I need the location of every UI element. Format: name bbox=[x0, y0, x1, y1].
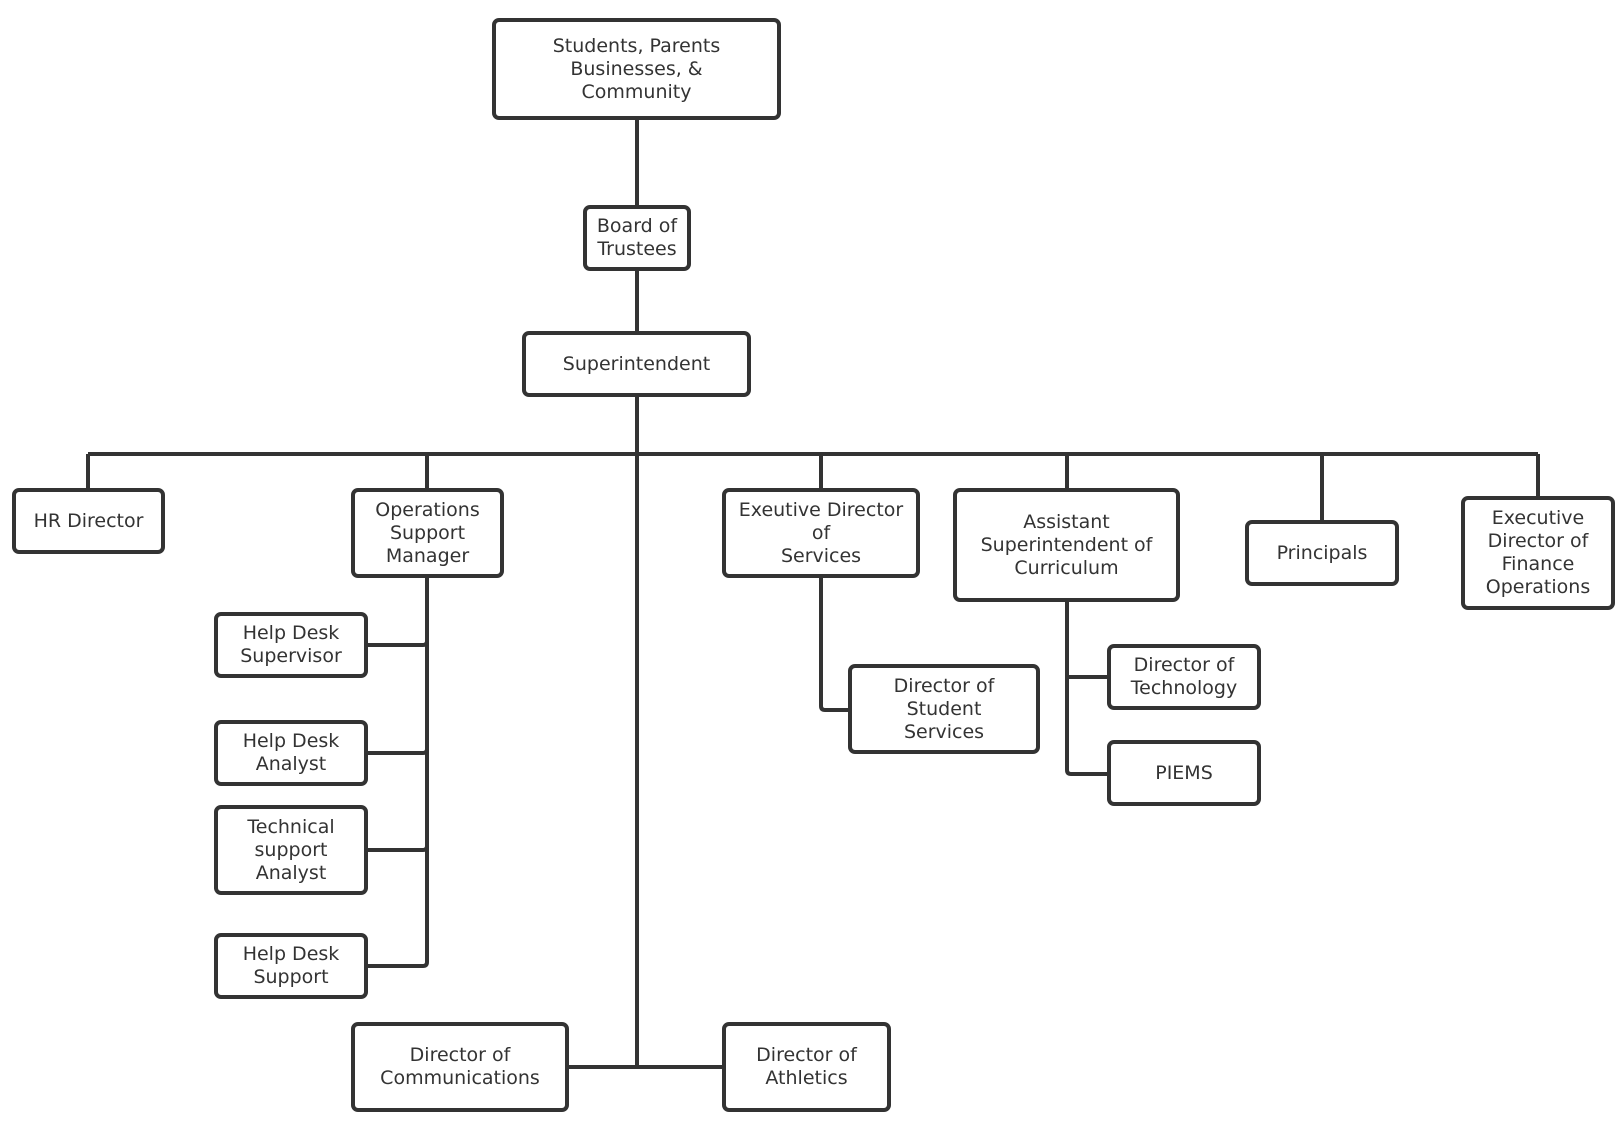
executive-director-services-node: Exeutive Director of Services bbox=[722, 488, 920, 578]
director-student-services-label: Director of Student Services bbox=[893, 674, 995, 743]
help-desk-analyst-node: Help Desk Analyst bbox=[214, 720, 368, 786]
help-desk-support-label: Help Desk Support bbox=[242, 943, 340, 988]
connector-help-desk-analyst bbox=[366, 748, 429, 755]
connector-curriculum-trunk bbox=[1065, 600, 1110, 776]
principals-label: Principals bbox=[1276, 541, 1368, 564]
piems-node: PIEMS bbox=[1107, 740, 1261, 806]
executive-director-finance-node: Executive Director of Finance Operations bbox=[1461, 496, 1615, 610]
operations-support-manager-label: Operations Support Manager bbox=[375, 498, 480, 567]
principals-node: Principals bbox=[1245, 520, 1399, 586]
help-desk-support-node: Help Desk Support bbox=[214, 933, 368, 999]
hr-director-node: HR Director bbox=[12, 488, 165, 554]
technical-support-analyst-label: Technical support Analyst bbox=[247, 815, 335, 884]
director-communications-label: Director of Communications bbox=[380, 1044, 540, 1089]
assistant-superintendent-curriculum-node: Assistant Superintendent of Curriculum bbox=[953, 488, 1180, 602]
stakeholders-label: Students, Parents Businesses, & Communit… bbox=[552, 34, 721, 103]
director-communications-node: Director of Communications bbox=[351, 1022, 569, 1112]
director-technology-label: Director of Technology bbox=[1130, 654, 1238, 699]
help-desk-supervisor-node: Help Desk Supervisor bbox=[214, 612, 368, 678]
connector-operations-trunk bbox=[366, 576, 429, 968]
executive-director-services-label: Exeutive Director of Services bbox=[738, 498, 904, 567]
stakeholders-node: Students, Parents Businesses, & Communit… bbox=[492, 18, 781, 120]
director-technology-node: Director of Technology bbox=[1107, 644, 1261, 710]
executive-director-finance-label: Executive Director of Finance Operations bbox=[1485, 507, 1591, 598]
connector-help-desk-supervisor bbox=[366, 640, 429, 647]
connector-technical-support bbox=[366, 845, 429, 852]
piems-label: PIEMS bbox=[1155, 761, 1213, 784]
director-athletics-label: Director of Athletics bbox=[756, 1044, 857, 1089]
director-student-services-node: Director of Student Services bbox=[848, 664, 1040, 754]
board-of-trustees-label: Board of Trustees bbox=[596, 215, 678, 260]
assistant-superintendent-curriculum-label: Assistant Superintendent of Curriculum bbox=[980, 510, 1153, 579]
help-desk-supervisor-label: Help Desk Supervisor bbox=[240, 622, 342, 667]
superintendent-label: Superintendent bbox=[562, 352, 711, 375]
technical-support-analyst-node: Technical support Analyst bbox=[214, 805, 368, 895]
operations-support-manager-node: Operations Support Manager bbox=[351, 488, 504, 578]
director-athletics-node: Director of Athletics bbox=[722, 1022, 891, 1112]
help-desk-analyst-label: Help Desk Analyst bbox=[242, 730, 340, 775]
hr-director-label: HR Director bbox=[33, 509, 144, 532]
board-of-trustees-node: Board of Trustees bbox=[583, 205, 691, 271]
superintendent-node: Superintendent bbox=[522, 331, 751, 397]
connector-services-student bbox=[819, 576, 851, 712]
